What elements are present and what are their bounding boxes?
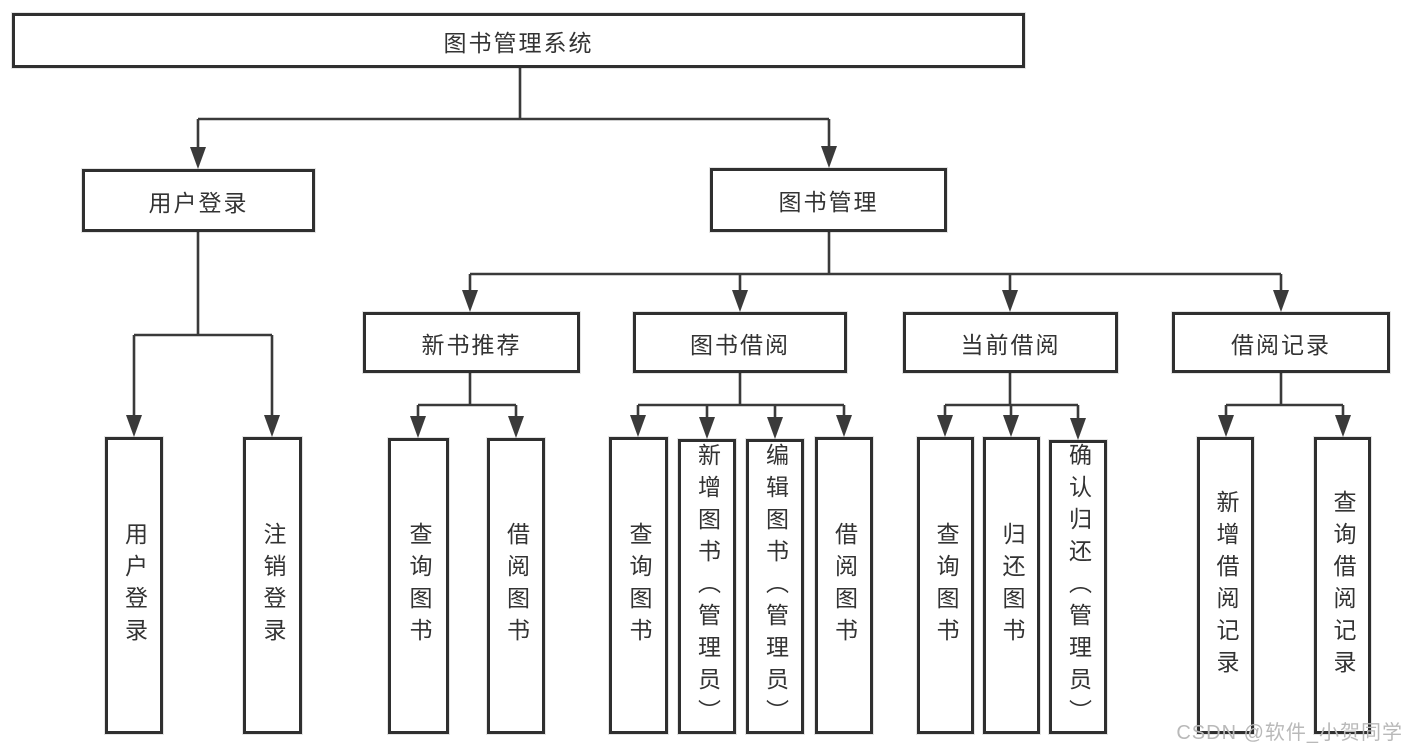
- node-label: 用户登录: [148, 189, 249, 216]
- node-user-login: 用户登录: [82, 169, 315, 232]
- leaf-borrow-books-borrowing: 借阅图书: [815, 437, 873, 734]
- node-label: 当前借阅: [960, 331, 1061, 358]
- node-label: 确认归还（管理员）: [1065, 443, 1092, 731]
- node-label: 图书借阅: [690, 331, 790, 358]
- node-book-management: 图书管理: [710, 168, 947, 232]
- node-label: 借阅记录: [1231, 331, 1331, 358]
- node-label: 用户登录: [121, 521, 148, 650]
- node-book-borrowing: 图书借阅: [633, 312, 847, 373]
- node-label: 新增借阅记录: [1213, 489, 1239, 682]
- node-label: 图书管理系统: [443, 29, 594, 56]
- leaf-return-books: 归还图书: [983, 437, 1040, 734]
- leaf-query-books-current: 查询图书: [917, 437, 974, 734]
- node-label: 归还图书: [999, 521, 1025, 650]
- node-label: 查询图书: [933, 521, 959, 650]
- node-label: 查询图书: [406, 522, 432, 650]
- leaf-query-borrow-record: 查询借阅记录: [1314, 437, 1371, 734]
- leaf-user-login: 用户登录: [105, 437, 163, 734]
- leaf-edit-books-admin: 编辑图书（管理员）: [746, 439, 804, 734]
- leaf-borrow-books-recommendation: 借阅图书: [487, 438, 545, 734]
- leaf-query-books-recommendation: 查询图书: [388, 438, 449, 734]
- node-label: 新书推荐: [421, 331, 522, 358]
- node-label: 查询借阅记录: [1330, 489, 1356, 682]
- leaf-logout: 注销登录: [243, 437, 302, 734]
- node-label: 图书管理: [778, 189, 879, 215]
- node-label: 新增图书（管理员）: [694, 442, 721, 731]
- leaf-add-borrow-record: 新增借阅记录: [1197, 437, 1254, 734]
- leaf-confirm-return-admin: 确认归还（管理员）: [1049, 440, 1107, 734]
- node-label: 编辑图书（管理员）: [762, 442, 789, 731]
- csdn-watermark: CSDN @软件_小贺同学: [1176, 722, 1403, 744]
- node-current-borrowing: 当前借阅: [903, 312, 1118, 373]
- leaf-query-books-borrowing: 查询图书: [609, 437, 668, 734]
- node-label: 借阅图书: [503, 522, 530, 650]
- node-library-management-system: 图书管理系统: [12, 13, 1025, 68]
- node-label: 借阅图书: [831, 521, 858, 650]
- node-label: 注销登录: [260, 521, 286, 650]
- node-borrowing-records: 借阅记录: [1172, 312, 1390, 373]
- node-label: 查询图书: [626, 521, 652, 650]
- node-new-book-recommendation: 新书推荐: [363, 312, 580, 373]
- leaf-add-books-admin: 新增图书（管理员）: [678, 439, 736, 734]
